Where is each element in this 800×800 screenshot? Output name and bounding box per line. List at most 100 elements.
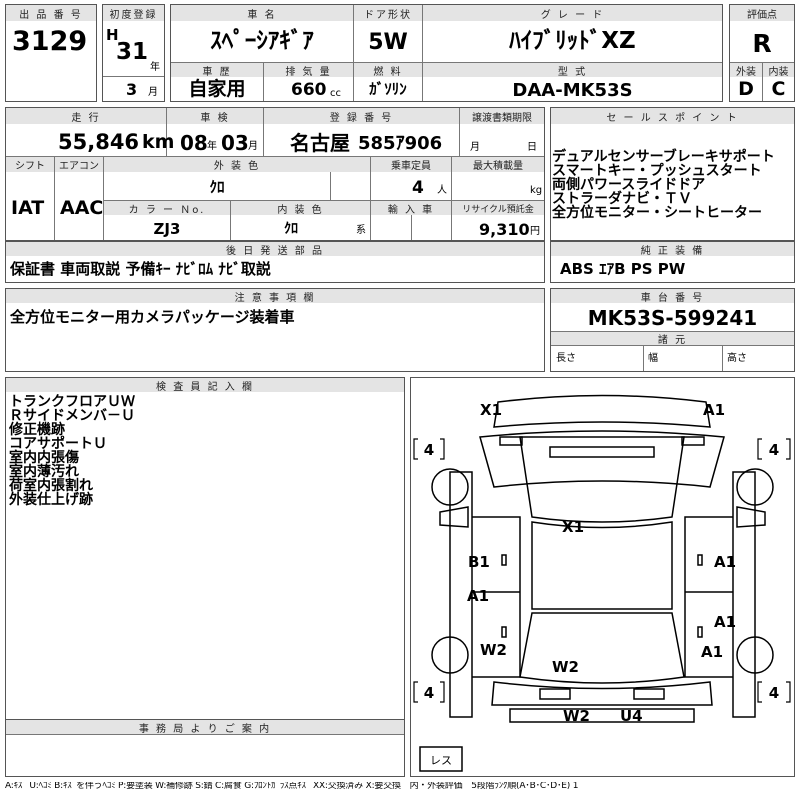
damage-mark: W2: [563, 707, 590, 725]
notes-box: [5, 288, 545, 372]
car-detail-block: [170, 4, 723, 102]
later-parts-box: [5, 241, 545, 283]
displacement: 660: [291, 80, 327, 100]
capacity-unit: 人: [437, 185, 447, 196]
sales-point: 全方位モニター・シートヒーター: [552, 205, 762, 221]
damage-mark: U4: [620, 707, 643, 725]
interior-color-unit: 系: [356, 225, 366, 236]
car-diagram: 4 4 4 4 X1 A1 X1 B1 A1 A1 A1 W2 A1 W2 W2…: [413, 394, 791, 772]
mileage-unit: km: [142, 131, 175, 153]
inspector-note: 荷室内張割れ: [9, 478, 93, 494]
exterior-grade: D: [738, 78, 754, 100]
color-number: ZJ3: [153, 220, 181, 238]
sales-points-list: デュアルセンサーブレーキサポート スマートキー・プッシュスタート 両側パワースラ…: [552, 150, 775, 220]
exterior-color-label: 外 装 色: [104, 157, 370, 172]
length-label: 長さ: [556, 353, 576, 364]
mileage: 55,846: [58, 130, 140, 154]
chassis-label: 車 台 番 号: [551, 289, 794, 304]
month-unit: 月: [148, 87, 158, 98]
capacity-label: 乗車定員: [371, 157, 451, 172]
max-load-label: 最大積載量: [452, 157, 544, 172]
car-name: ｽﾍﾟｰｼｱｷﾞｱ: [210, 28, 314, 54]
score-label: 評価点: [730, 5, 794, 21]
res-label: レス: [430, 754, 452, 767]
sales-points-label: セ ー ル ス ポ イ ン ト: [551, 108, 794, 124]
history-label: 車 歴: [171, 63, 263, 78]
transfer-day-unit: 日: [527, 142, 537, 153]
damage-mark: A1: [714, 553, 736, 571]
score: R: [752, 29, 772, 58]
later-parts: 保証書 車両取説 予備ｷｰ ﾅﾋﾞﾛﾑ ﾅﾋﾞ取説: [10, 260, 271, 278]
door-type: 5W: [368, 30, 408, 55]
shift-label: シフト: [6, 157, 54, 172]
legend: A:ｷｽﾞ U:ﾍｺﾐ B:ｷｽﾞを伴うﾍｺﾐ P:要塗装 W:補修跡 S:錆 …: [5, 782, 579, 791]
capacity: 4: [412, 178, 424, 198]
shift: IAT: [11, 197, 45, 219]
tire-tread-fl: 4: [424, 441, 434, 459]
later-parts-label: 後 日 発 送 部 品: [6, 242, 544, 257]
inspector-note: コアサポートＵ: [9, 436, 107, 452]
damage-mark: W2: [480, 641, 507, 659]
genuine-equipment: ABS ｴｱB PS PW: [560, 260, 686, 278]
damage-mark: A1: [703, 401, 725, 419]
chassis-number: MK53S-599241: [587, 306, 758, 330]
fuel-label: 燃 料: [354, 63, 422, 78]
chassis-box: [550, 288, 795, 372]
damage-mark: A1: [467, 587, 489, 605]
interior-grade: C: [771, 78, 786, 100]
damage-mark: W2: [552, 658, 579, 676]
plate-number: 585ｱ906: [358, 133, 443, 154]
inspector-note: 室内内張傷: [9, 450, 79, 466]
interior-label: 内装: [763, 63, 794, 78]
plate-label: 登 録 番 号: [264, 108, 459, 124]
inspector-note: トランクフロアＵＷ: [9, 394, 135, 410]
damage-mark: A1: [701, 643, 723, 661]
genuine-equipment-box: [550, 241, 795, 283]
inspector-label: 検 査 員 記 入 欄: [6, 378, 404, 393]
lot-number: 3129: [12, 26, 88, 57]
mileage-label: 走 行: [6, 108, 166, 124]
genuine-equipment-label: 純 正 装 備: [551, 242, 794, 257]
transfer-docs-label: 譲渡書類期限: [460, 108, 544, 124]
fuel: ｶﾞｿﾘﾝ: [369, 80, 407, 98]
first-registration-cell: [102, 4, 165, 102]
import-label: 輸 入 車: [371, 201, 451, 216]
model-label: 型 式: [423, 63, 722, 78]
damage-mark: X1: [562, 518, 584, 536]
car-history: 自家用: [188, 78, 246, 100]
sales-point: ストラーダナビ・ＴＶ: [552, 191, 692, 207]
office-info-label: 事 務 局 よ り ご 案 内: [6, 720, 404, 735]
interior-color: ｸﾛ: [284, 221, 298, 237]
width-label: 幅: [648, 353, 658, 364]
damage-mark: X1: [480, 401, 502, 419]
era: H: [106, 26, 119, 44]
lot-number-cell: [5, 4, 97, 102]
model-code: DAA-MK53S: [512, 80, 633, 101]
registration-month: 3: [126, 80, 138, 99]
air-conditioner: AAC: [60, 197, 104, 219]
door-label: ドア形状: [354, 5, 422, 21]
damage-mark: A1: [714, 613, 736, 631]
dimensions-label: 諸 元: [551, 332, 794, 346]
tire-tread-fr: 4: [769, 441, 779, 459]
lot-number-label: 出 品 番 号: [6, 5, 96, 21]
car-name-label: 車 名: [171, 5, 353, 21]
notes: 全方位モニター用カメラパッケージ装着車: [10, 308, 295, 326]
height-label: 高さ: [727, 353, 747, 364]
damage-mark: B1: [468, 553, 490, 571]
displacement-label: 排 気 量: [264, 63, 353, 78]
recycle-fee-label: リサイクル預託金: [452, 201, 544, 215]
car-diagram-box: [410, 377, 795, 777]
color-number-label: カ ラ ー Ｎo.: [104, 201, 230, 216]
registration-year: 31: [116, 39, 149, 65]
first-registration-label: 初度登録: [103, 5, 164, 21]
inspection-label: 車 検: [167, 108, 263, 124]
year-unit: 年: [150, 62, 160, 73]
sales-points-box: [550, 107, 795, 241]
exterior-label: 外装: [730, 63, 762, 78]
sales-point: 両側パワースライドドア: [552, 177, 706, 193]
grade-label: グ レ ー ド: [423, 5, 722, 21]
notes-label: 注 意 事 項 欄: [6, 289, 544, 304]
inspector-note: 室内薄汚れ: [9, 464, 79, 480]
tire-tread-rr: 4: [769, 684, 779, 702]
